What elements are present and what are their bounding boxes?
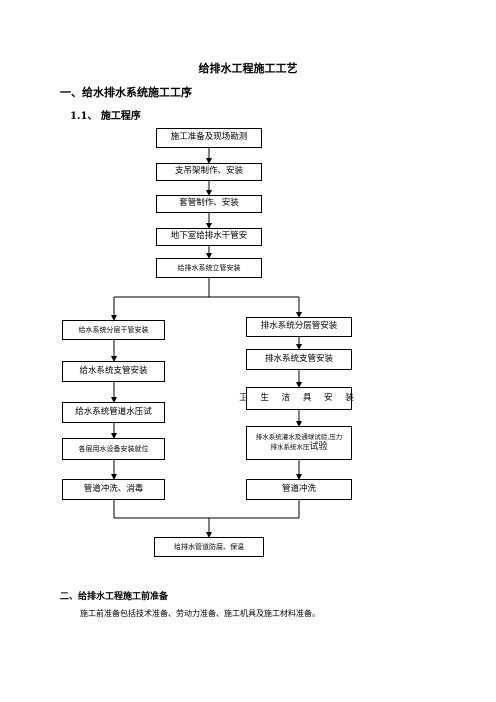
test-line-2: 排水系统水压试验 — [270, 441, 327, 453]
section-heading-2: 二、给排水工程施工前准备 — [60, 592, 169, 602]
document-title: 给排水工程施工工艺 — [198, 62, 298, 75]
flow-final-anticorrosion: 给排水管道防腐、保温 — [154, 537, 264, 557]
flow-left-floor-main: 给水系统分层干管安装 — [62, 320, 165, 340]
section-heading-1: 一、给水排水系统施工工序 — [60, 86, 192, 99]
section-2-paragraph: 施工前准备包括技术准备、劳动力准备、施工机具及施工材料准备。 — [80, 609, 320, 618]
flow-right-branch: 排水系统支管安装 — [246, 349, 352, 370]
subsection-heading: 1.1、 施工程序 — [70, 111, 141, 122]
flow-left-pressure-test: 给水系统管道水压试 — [62, 402, 165, 423]
flow-step-survey: 施工准备及现场勘测 — [156, 128, 262, 148]
flow-left-branch: 给水系统支管安装 — [62, 361, 165, 382]
flow-step-basement-main-pipe: 地下室给排水干管安 — [156, 228, 262, 246]
flow-step-riser: 给排水系统立管安装 — [156, 258, 262, 278]
flow-right-flush: 管道冲洗 — [246, 479, 352, 500]
flow-right-sanitary: 卫 生 洁 具 安 装 — [239, 387, 354, 410]
test-line-2b: 试验 — [309, 442, 328, 453]
flow-left-flush-disinfect: 管道冲洗、消毒 — [62, 479, 165, 500]
flow-step-sleeve: 套管制作、安装 — [156, 195, 262, 213]
flow-step-support-frame: 支吊架制作、安装 — [156, 163, 262, 181]
flow-left-equipment: 各层用水设备安装就位 — [62, 438, 165, 460]
flow-right-test: 排水系统灌水及通球试验,压力 排水系统水压试验 — [246, 426, 352, 460]
flow-right-floor-pipe: 排水系统分层管安装 — [246, 317, 352, 337]
test-line-1: 排水系统灌水及通球试验,压力 — [255, 432, 343, 441]
test-line-2a: 排水系统水压 — [270, 443, 310, 452]
